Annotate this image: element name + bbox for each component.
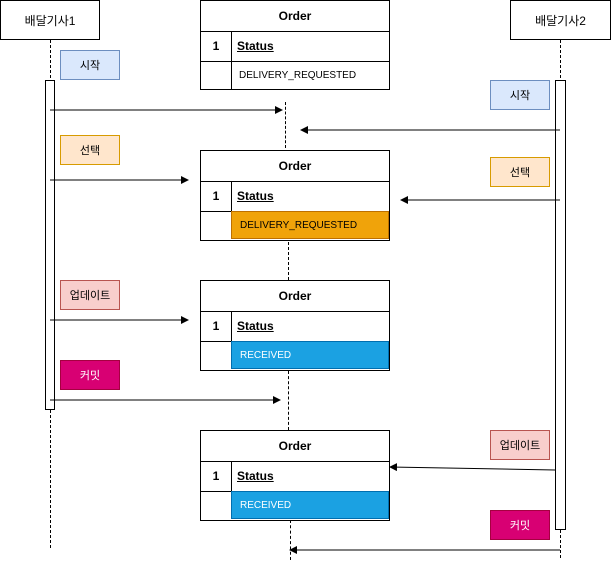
note-label: 커밋 xyxy=(509,520,531,532)
note-label: 시작 xyxy=(79,60,101,72)
order-table-value: DELIVERY_REQUESTED xyxy=(239,69,357,81)
order-table-key: 1 xyxy=(201,461,232,491)
order-table-field: Status xyxy=(237,189,274,203)
order-table-key: 1 xyxy=(201,181,232,211)
activation-driver2 xyxy=(555,80,566,530)
note-driver1-select: 선택 xyxy=(60,135,120,165)
note-driver2-start: 시작 xyxy=(490,80,550,110)
actor-driver2: 배달기사2 xyxy=(510,0,611,40)
actor-driver2-label: 배달기사2 xyxy=(535,13,586,28)
order-table-title: Order xyxy=(201,1,389,32)
order-table-title: Order xyxy=(201,281,389,312)
order-table-4: Order 1 Status RECEIVED xyxy=(200,430,390,521)
order-table-1: Order 1 Status DELIVERY_REQUESTED xyxy=(200,0,390,90)
note-driver1-start: 시작 xyxy=(60,50,120,80)
arrow-driver2-update xyxy=(389,463,556,472)
order-table-3: Order 1 Status RECEIVED xyxy=(200,280,390,371)
activation-driver1 xyxy=(45,80,55,410)
order-table-value: RECEIVED xyxy=(231,341,389,369)
order-table-field: Status xyxy=(237,319,274,333)
center-lifeline-2 xyxy=(288,242,289,280)
order-table-field: Status xyxy=(237,39,274,53)
note-driver1-commit: 커밋 xyxy=(60,360,120,390)
order-table-value-row: DELIVERY_REQUESTED xyxy=(201,61,389,89)
actor-driver1-label: 배달기사1 xyxy=(24,13,76,28)
order-table-empty-cell xyxy=(201,61,232,89)
note-label: 커밋 xyxy=(79,370,101,382)
order-table-field: Status xyxy=(237,469,274,483)
order-table-2: Order 1 Status DELIVERY_REQUESTED xyxy=(200,150,390,241)
order-table-key-row: 1 Status xyxy=(201,31,389,62)
note-label: 업데이트 xyxy=(499,440,541,452)
order-table-key: 1 xyxy=(201,31,232,61)
order-table-value-row: RECEIVED xyxy=(201,491,389,519)
order-table-value-row: DELIVERY_REQUESTED xyxy=(201,211,389,239)
order-table-value: RECEIVED xyxy=(231,491,389,519)
note-label: 시작 xyxy=(509,90,531,102)
order-table-key: 1 xyxy=(201,311,232,341)
note-driver2-select: 선택 xyxy=(490,157,550,187)
center-lifeline-4 xyxy=(290,520,291,560)
order-table-title: Order xyxy=(201,431,389,462)
note-label: 업데이트 xyxy=(69,290,111,302)
note-driver1-update: 업데이트 xyxy=(60,280,120,310)
note-label: 선택 xyxy=(509,167,531,179)
order-table-value-row: RECEIVED xyxy=(201,341,389,369)
actor-driver1: 배달기사1 xyxy=(0,0,100,40)
order-table-title: Order xyxy=(201,151,389,182)
note-driver2-update: 업데이트 xyxy=(490,430,550,460)
order-table-value: DELIVERY_REQUESTED xyxy=(231,211,389,239)
note-label: 선택 xyxy=(79,145,101,157)
center-lifeline-1 xyxy=(285,102,286,148)
note-driver2-commit: 커밋 xyxy=(490,510,550,540)
